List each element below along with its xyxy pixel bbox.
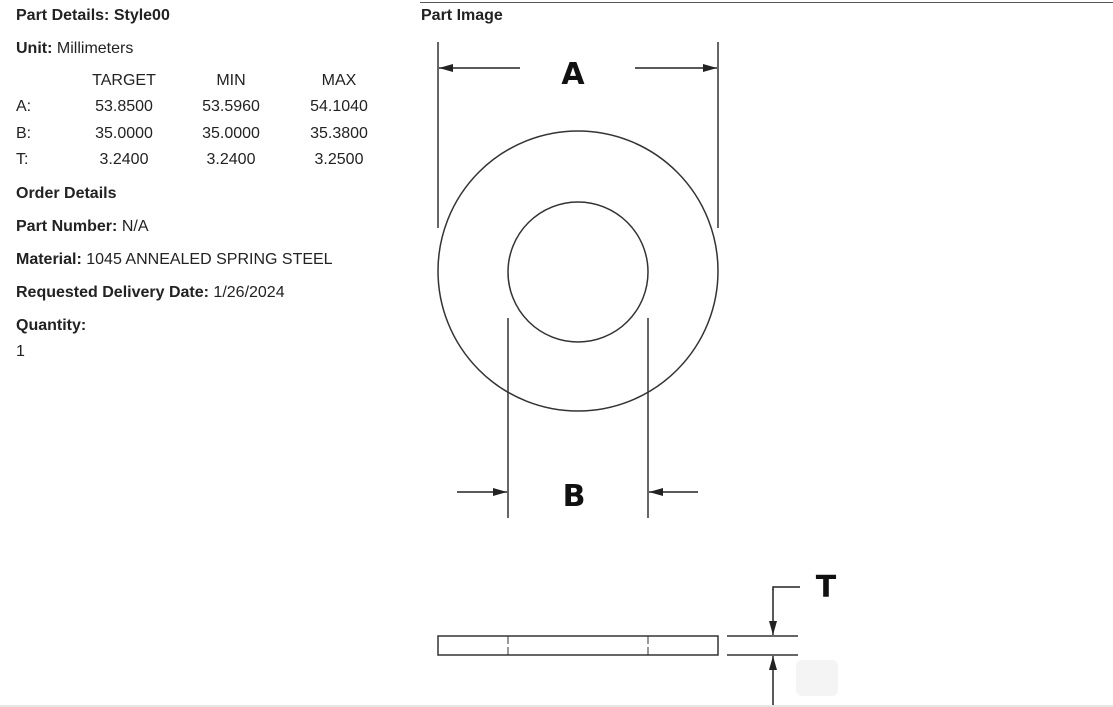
material-value: 1045 ANNEALED SPRING STEEL [86, 251, 333, 268]
row-a-max: 54.1040 [310, 98, 368, 115]
part-image-heading: Part Image [421, 7, 503, 24]
delivery-date-value: 1/26/2024 [213, 284, 285, 301]
row-label-t: T: [16, 151, 29, 168]
column-header-min: MIN [216, 72, 246, 89]
top-divider [420, 2, 1113, 3]
column-header-target: TARGET [92, 72, 156, 89]
row-t-min: 3.2400 [206, 151, 256, 168]
dimension-a-label: A [561, 57, 585, 92]
delivery-date-label: Requested Delivery Date: [16, 284, 209, 301]
part-number-label: Part Number: [16, 218, 118, 235]
quantity-value: 1 [16, 343, 25, 360]
row-t-max: 3.2500 [314, 151, 364, 168]
quantity-label: Quantity: [16, 317, 87, 334]
dimension-b-label: B [563, 479, 586, 514]
column-header-max: MAX [321, 72, 357, 89]
row-t-target: 3.2400 [99, 151, 149, 168]
unit-line: Unit: Millimeters [16, 39, 133, 59]
washer-inner-circle [507, 201, 649, 343]
washer-outer-circle [437, 130, 719, 412]
row-label-b: B: [16, 125, 32, 142]
row-b-min: 35.0000 [202, 125, 260, 142]
part-number-value: N/A [121, 218, 149, 235]
order-details-heading: Order Details [16, 185, 117, 202]
dimension-t-leader [772, 586, 800, 590]
row-a-target: 53.8500 [95, 98, 153, 115]
faint-overlay-box [796, 660, 838, 696]
row-b-max: 35.3800 [310, 125, 368, 142]
row-b-target: 35.0000 [95, 125, 153, 142]
row-a-min: 53.5960 [202, 98, 260, 115]
unit-label: Unit: [16, 40, 53, 57]
part-details-heading: Part Details: Style00 [16, 7, 170, 24]
row-label-a: A: [16, 98, 32, 115]
bottom-divider [0, 705, 1113, 707]
material-label: Material: [16, 251, 82, 268]
unit-value: Millimeters [56, 40, 134, 57]
part-number-line: Part Number: N/A [16, 217, 148, 237]
delivery-date-line: Requested Delivery Date: 1/26/2024 [16, 283, 285, 303]
washer-side-view [437, 635, 719, 656]
material-line: Material: 1045 ANNEALED SPRING STEEL [16, 250, 333, 270]
dimension-t-label: T [816, 570, 837, 605]
